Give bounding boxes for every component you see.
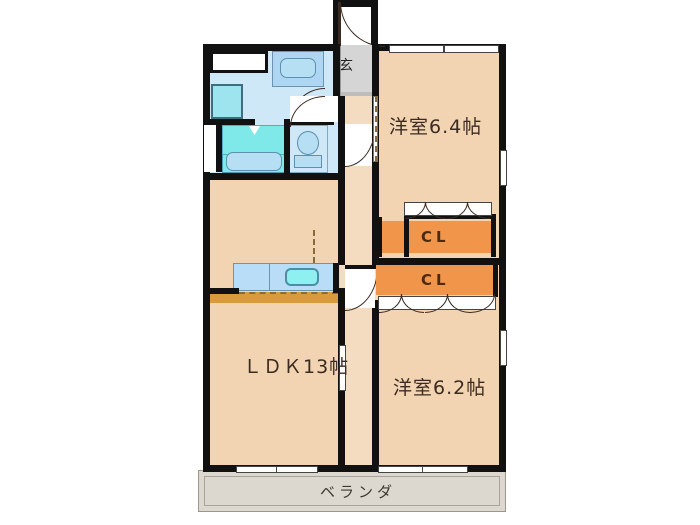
closet-lower: [376, 265, 496, 295]
ldk-label: ＬＤＫ13帖: [243, 356, 350, 378]
entrance-area: [340, 45, 378, 96]
wall-spine-lower: [372, 300, 379, 466]
vanity-basin: [280, 58, 316, 78]
closet-upper-label: CL: [421, 228, 450, 246]
window-ldk-balcony-a: [236, 466, 278, 473]
wall-wet-ldk: [203, 173, 345, 180]
closet-lower-wall-right: [493, 265, 498, 297]
toilet-tank: [294, 155, 322, 168]
washing-machine-space: [211, 84, 243, 119]
toilet-bowl: [297, 131, 319, 155]
entrance-door-arc: [340, 2, 385, 47]
kitchen-counter-dash: [239, 292, 338, 294]
wall-left-outer: [203, 44, 210, 472]
bedroom-north-label: 洋室6.4帖: [389, 116, 483, 138]
wall-kitchen-back: [203, 288, 239, 294]
kitchen-sink: [285, 268, 319, 286]
niche-white: [204, 125, 216, 172]
entrance-label: 玄: [339, 58, 354, 74]
entrance-step-line: [340, 92, 378, 96]
closet-lower-label: CL: [421, 271, 450, 289]
closet-upper-left-stub: [380, 221, 404, 253]
bedroom-north-door-track: [375, 96, 377, 162]
kitchen-partition-dash: [313, 230, 315, 263]
window-right-upper: [500, 150, 507, 186]
bath-washbasin: [226, 152, 282, 171]
kitchen-counter-divider: [269, 263, 270, 291]
window-bedroom-north-b: [444, 45, 499, 53]
wall-corridor-left-upper: [338, 96, 345, 180]
wall-entrance-top: [333, 0, 340, 45]
closet-upper-wall-left: [376, 217, 382, 257]
balcony-label: ベランダ: [320, 483, 397, 501]
ldk-area: [210, 180, 345, 465]
wall-toilet-left: [284, 119, 290, 174]
window-bedroom-south-balcony-a: [378, 466, 424, 473]
closet-upper-divider: [404, 214, 409, 257]
closet-upper-wall-right: [491, 214, 496, 257]
wall-bottom-outer: [203, 465, 506, 472]
wall-ldk-corridor: [338, 180, 345, 265]
door-ldk-bedroom-south: [339, 345, 346, 391]
window-right-lower: [500, 330, 507, 366]
wall-kitchen-right: [333, 263, 339, 293]
shelf-box: [210, 51, 268, 73]
wall-wm-below: [203, 119, 255, 125]
wall-ldk-door-head: [345, 265, 379, 269]
bedroom-south-label: 洋室6.2帖: [393, 377, 487, 399]
wall-top-left: [203, 44, 333, 51]
bathtub-drain: [249, 126, 260, 135]
kitchen-counter-front: [210, 292, 338, 303]
entrance-edge-line: [340, 45, 341, 96]
wall-wet-right: [333, 44, 340, 96]
entrance-door-leaf: [338, 2, 341, 46]
wall-niche-right: [216, 125, 222, 172]
window-bedroom-south-balcony-b: [422, 466, 468, 473]
wall-between-bedrooms: [372, 258, 506, 265]
window-bedroom-north-a: [389, 45, 444, 53]
balcony-inner-line: [204, 476, 500, 506]
window-ldk-balcony-b: [276, 466, 318, 473]
